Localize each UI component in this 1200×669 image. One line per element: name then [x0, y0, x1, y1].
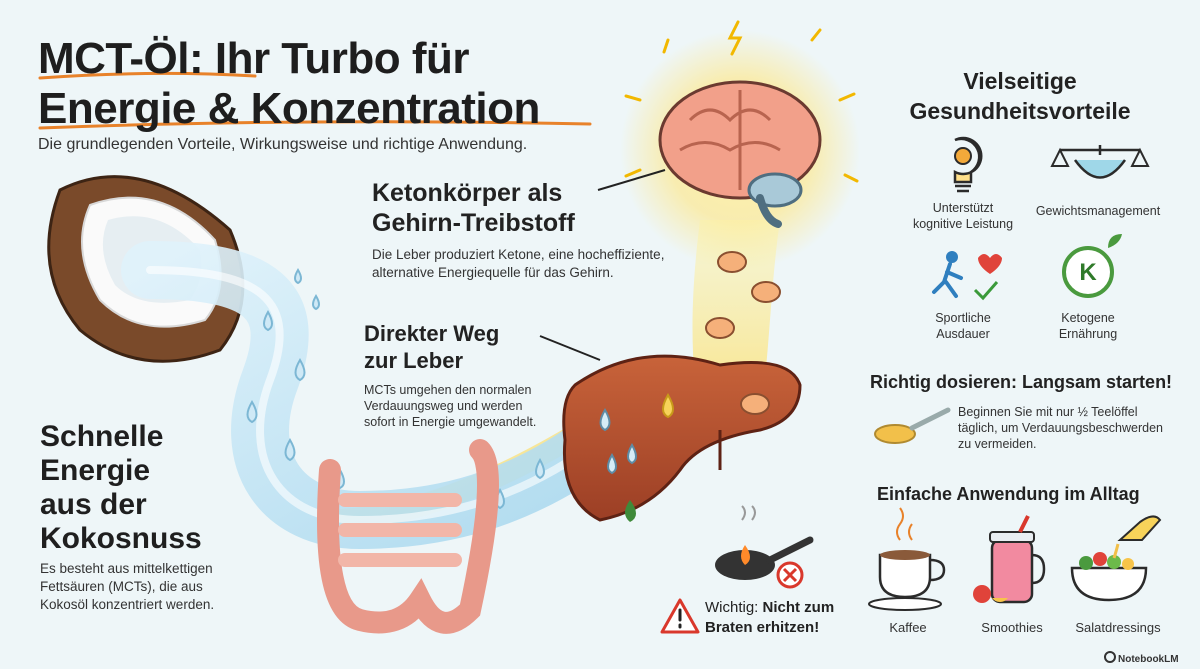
usage-item-salad: Salatdressings [1075, 620, 1161, 635]
benefits-title-line2: Gesundheitsvorteile [909, 98, 1131, 124]
coconut-heading-line2: Energie [40, 454, 151, 487]
dosing-body-line1: Beginnen Sie mit nur ½ Teelöffel [958, 405, 1138, 419]
title-underline-accents [38, 71, 592, 130]
page-title: MCT-Öl: Ihr Turbo für Energie & Konzentr… [38, 34, 540, 134]
footer-brand: NotebookLM [1118, 654, 1179, 665]
page-title-line2: Energie & Konzentration [38, 84, 540, 133]
benefits-title-line1: Vielseitige [963, 68, 1077, 94]
notebooklm-logo-icon [1104, 651, 1116, 663]
page-subtitle: Die grundlegenden Vorteile, Wirkungsweis… [38, 136, 528, 153]
scale-waist-icon [1050, 145, 1150, 179]
dosing-body-line3: zu vermeiden. [958, 437, 1037, 451]
liver-icon [562, 354, 802, 522]
intestine-icon [317, 439, 499, 634]
brain-icon [658, 80, 822, 228]
benefit-label-line1: Unterstützt [932, 201, 994, 215]
spoon-icon [874, 407, 951, 444]
frying-warning: Wichtig: Nicht zum Braten erhitzen! [705, 598, 834, 638]
usage-heading: Einfache Anwendung im Alltag [877, 484, 1140, 504]
usage-item-coffee: Kaffee [889, 620, 927, 635]
ketone-body-line1: Die Leber produziert Ketone, eine hochef… [372, 247, 665, 262]
liver-body-line3: sofort in Energie umgewandelt. [364, 415, 537, 429]
salad-bowl-icon [1070, 515, 1162, 602]
page-title-line1: MCT-Öl: Ihr Turbo für [38, 34, 470, 83]
benefit-keto: Ketogene Ernährung [1028, 310, 1148, 342]
oil-droplets [246, 268, 545, 510]
warning-emphasis-line2: Braten erhitzen! [705, 619, 820, 636]
liver-heading-line1: Direkter Weg [364, 321, 500, 346]
ketone-heading-line2: Gehirn-Treibstoff [372, 209, 575, 237]
benefit-endurance: Sportliche Ausdauer [898, 310, 1028, 342]
frying-pan-icon [715, 505, 814, 589]
benefit-label-line2: Ausdauer [936, 327, 990, 341]
dosing-body: Beginnen Sie mit nur ½ Teelöffel täglich… [958, 404, 1163, 452]
coconut-body: Es besteht aus mittelkettigen Fettsäuren… [40, 560, 214, 614]
coconut-heading-line3: aus der [40, 488, 147, 521]
smoothie-jar-icon [973, 515, 1046, 604]
liver-heading-line2: zur Leber [364, 348, 464, 373]
benefit-label-line1: Gewichtsmanagement [1035, 204, 1161, 218]
coconut-body-line3: Kokosöl konzentriert werden. [40, 597, 215, 612]
svg-text:K: K [1079, 259, 1097, 286]
coconut-heading-line4: Kokosnuss [40, 522, 202, 555]
usage-item-smoothies: Smoothies [981, 620, 1043, 635]
runner-heart-icon [932, 251, 1002, 301]
coconut-body-line2: Fettsäuren (MCTs), die aus [40, 579, 203, 594]
coconut-body-line1: Es besteht aus mittelkettigen [40, 561, 213, 576]
warning-prefix: Wichtig: [705, 599, 759, 616]
ketone-heading-line1: Ketonkörper als [372, 179, 563, 207]
keto-k-leaf-icon: K [1062, 234, 1122, 298]
coconut-heading-line1: Schnelle [40, 420, 164, 453]
coconut-heading: Schnelle Energie aus der Kokosnuss [40, 420, 202, 556]
liver-body-line1: MCTs umgehen den normalen [364, 383, 532, 397]
spark-icons [624, 20, 859, 183]
leader-lines [539, 169, 666, 361]
benefit-label-line2: kognitive Leistung [912, 217, 1014, 231]
dosing-heading: Richtig dosieren: Langsam starten! [870, 372, 1173, 392]
benefits-title: Vielseitige Gesundheitsvorteile [905, 66, 1135, 126]
liver-section: Direkter Weg zur Leber MCTs umgehen den … [364, 320, 536, 430]
benefit-label-line2: Ernährung [1058, 327, 1118, 341]
benefit-label-line1: Sportliche [935, 311, 991, 325]
ketone-body-line2: alternative Energiequelle für das Gehirn… [372, 265, 614, 280]
warning-icon [660, 598, 700, 634]
lightbulb-gear-icon [953, 136, 983, 193]
liver-body-line2: Verdauungsweg und werden [364, 399, 523, 413]
benefit-cognitive: Unterstützt kognitive Leistung [898, 200, 1028, 232]
coffee-cup-icon [868, 507, 946, 611]
benefit-label-line1: Ketogene [1061, 311, 1115, 325]
warning-emphasis-line1: Nicht zum [762, 599, 835, 616]
benefit-weight: Gewichtsmanagement [1018, 203, 1178, 219]
dosing-body-line2: täglich, um Verdauungsbeschwerden [958, 421, 1163, 435]
ketone-section: Ketonkörper als Gehirn-Treibstoff Die Le… [372, 178, 664, 282]
